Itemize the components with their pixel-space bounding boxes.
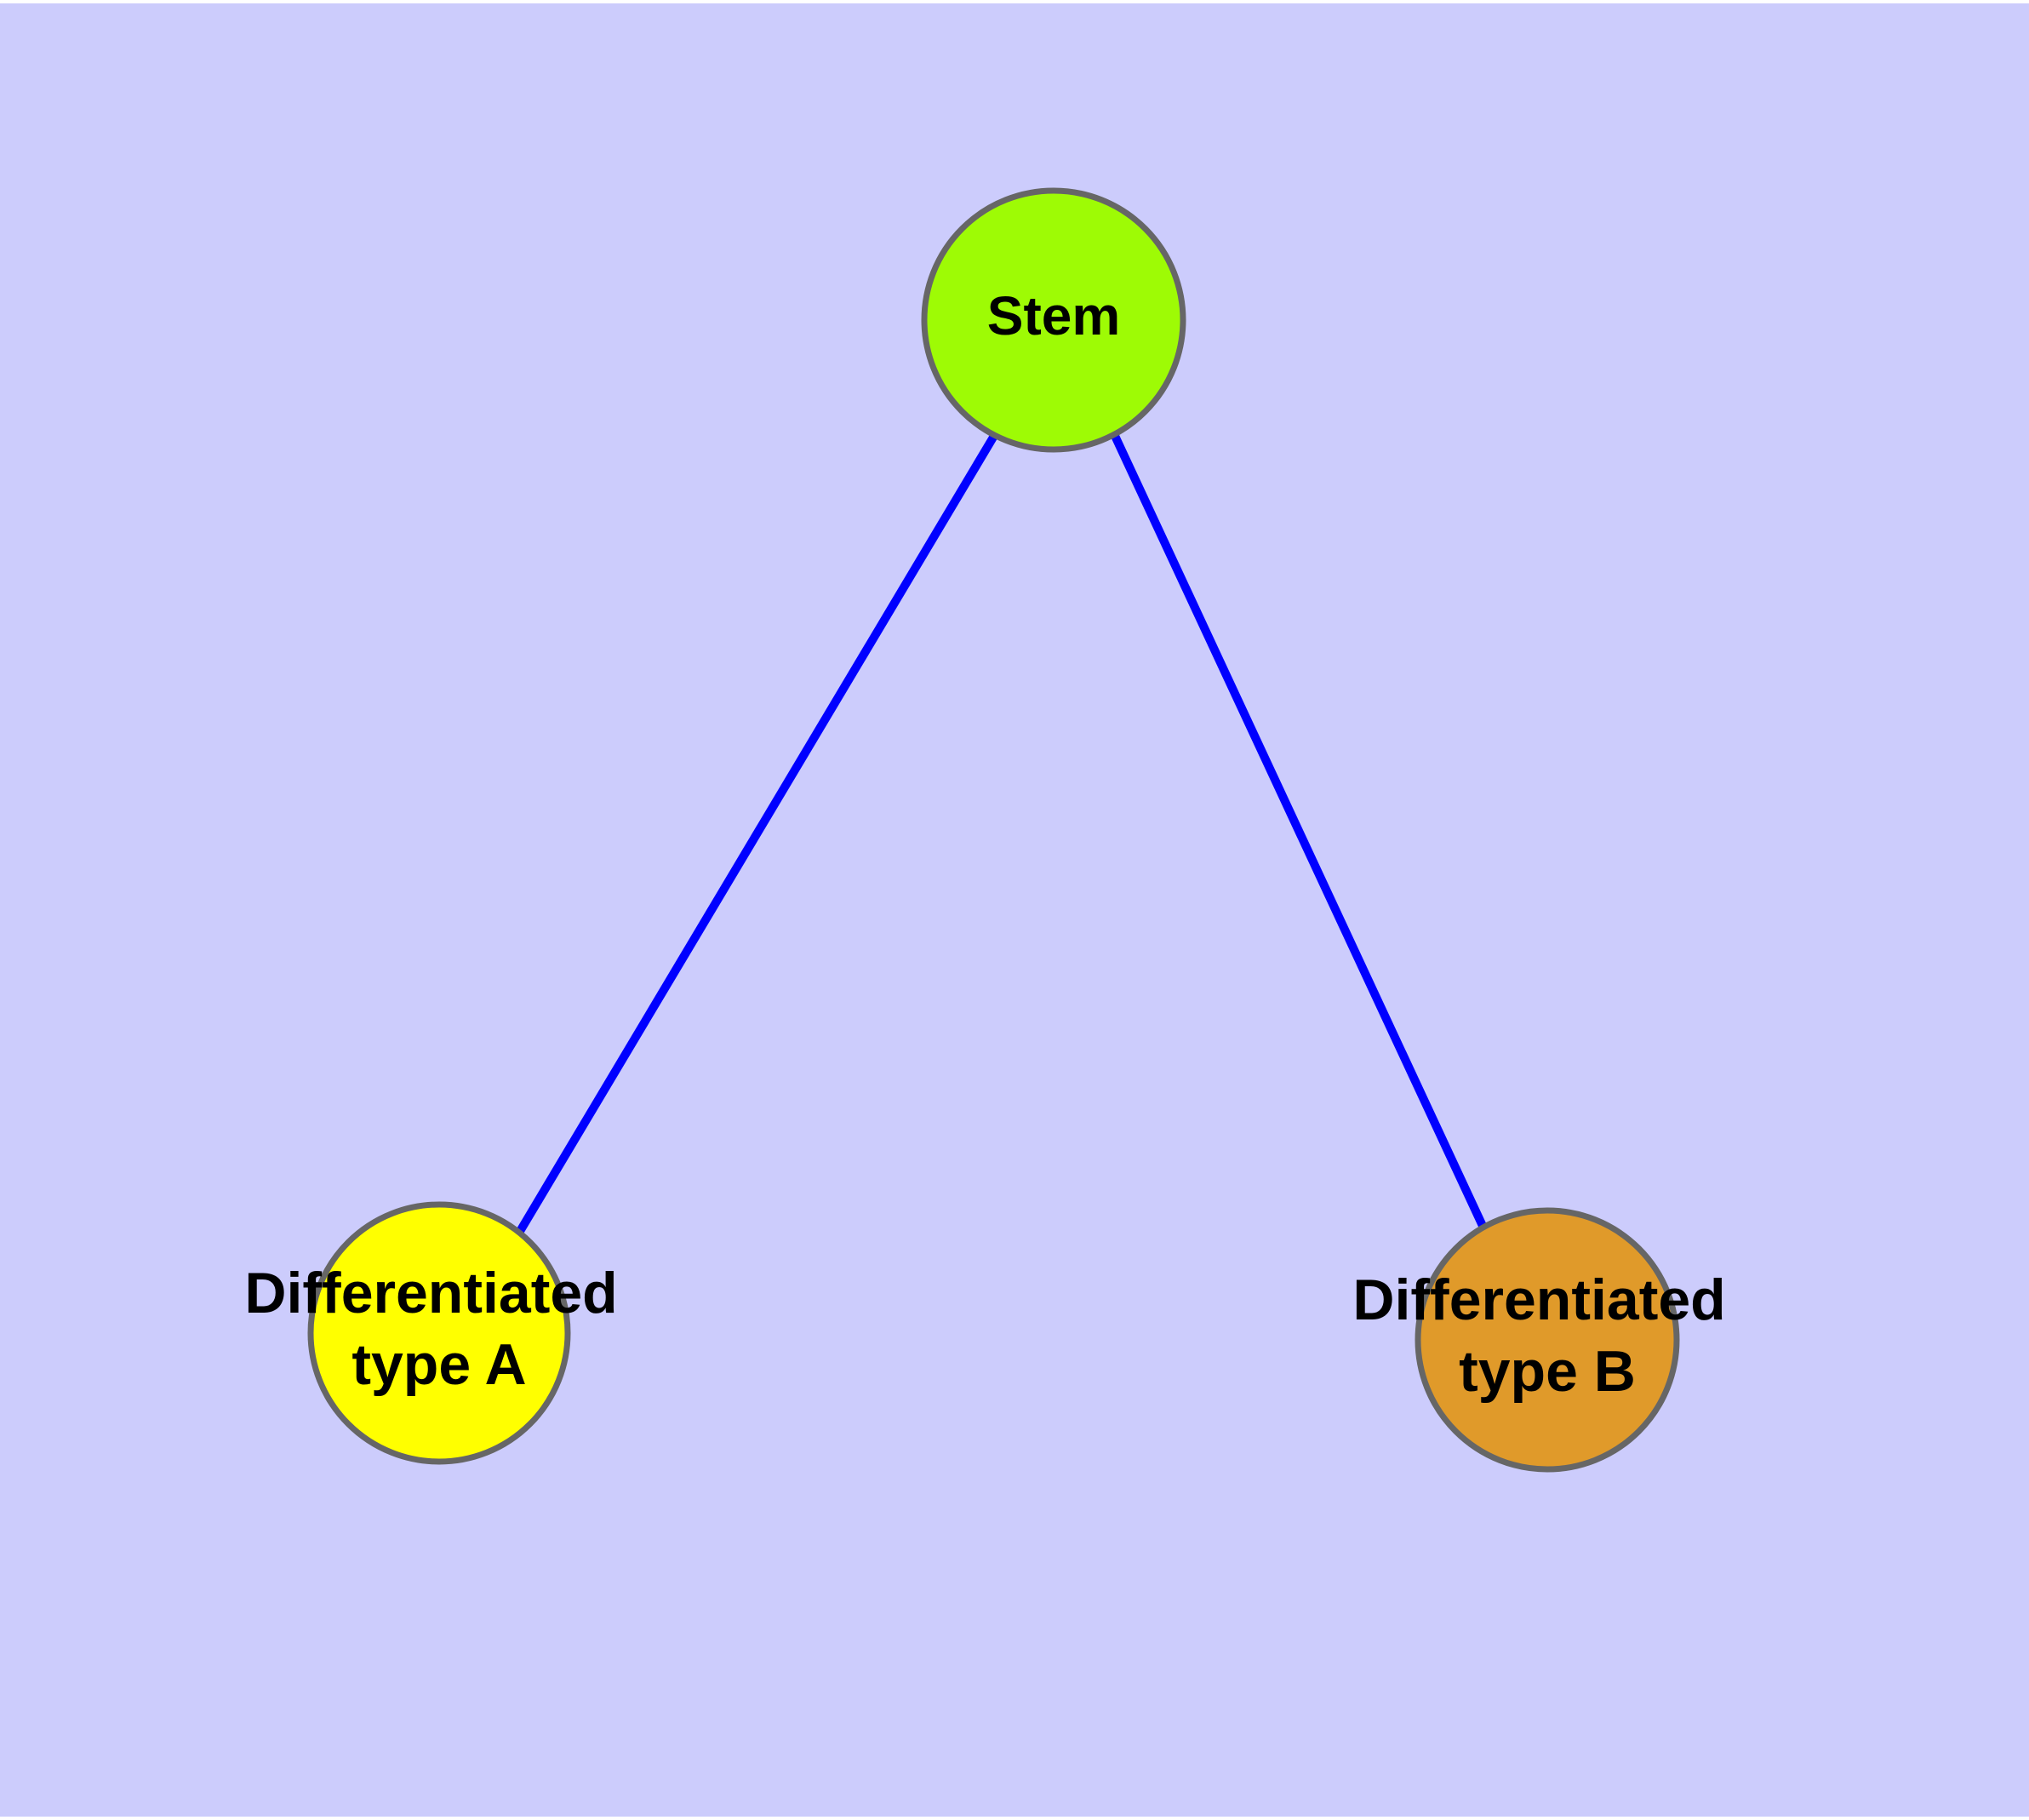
edge-group <box>515 433 1487 1235</box>
node-stem-circle[interactable] <box>921 187 1186 453</box>
edge-stem-to-diff-a[interactable] <box>515 433 998 1235</box>
node-stem-label-line1: Stem <box>987 285 1121 346</box>
node-diff-b-label-line1: Differentiated <box>1352 1268 1725 1332</box>
node-group <box>307 187 1680 1473</box>
edge-stem-to-diff-b[interactable] <box>1111 433 1487 1228</box>
node-diff-a-label-line2: type A <box>352 1332 526 1397</box>
label-group: Stem Differentiated type A Differentiate… <box>244 285 1741 1404</box>
node-diff-a-label-line1: Differentiated <box>244 1261 617 1325</box>
node-diff-b-label: Differentiated type B <box>1352 1268 1741 1404</box>
node-stem[interactable] <box>921 187 1186 453</box>
node-diff-b[interactable] <box>1415 1207 1680 1473</box>
node-diff-a-circle[interactable] <box>307 1201 571 1465</box>
node-diff-a-label: Differentiated type A <box>244 1261 633 1397</box>
node-diff-a[interactable] <box>307 1201 571 1465</box>
node-diff-b-circle[interactable] <box>1415 1207 1680 1473</box>
node-stem-label: Stem <box>987 285 1121 346</box>
node-diff-b-label-line2: type B <box>1459 1339 1636 1404</box>
